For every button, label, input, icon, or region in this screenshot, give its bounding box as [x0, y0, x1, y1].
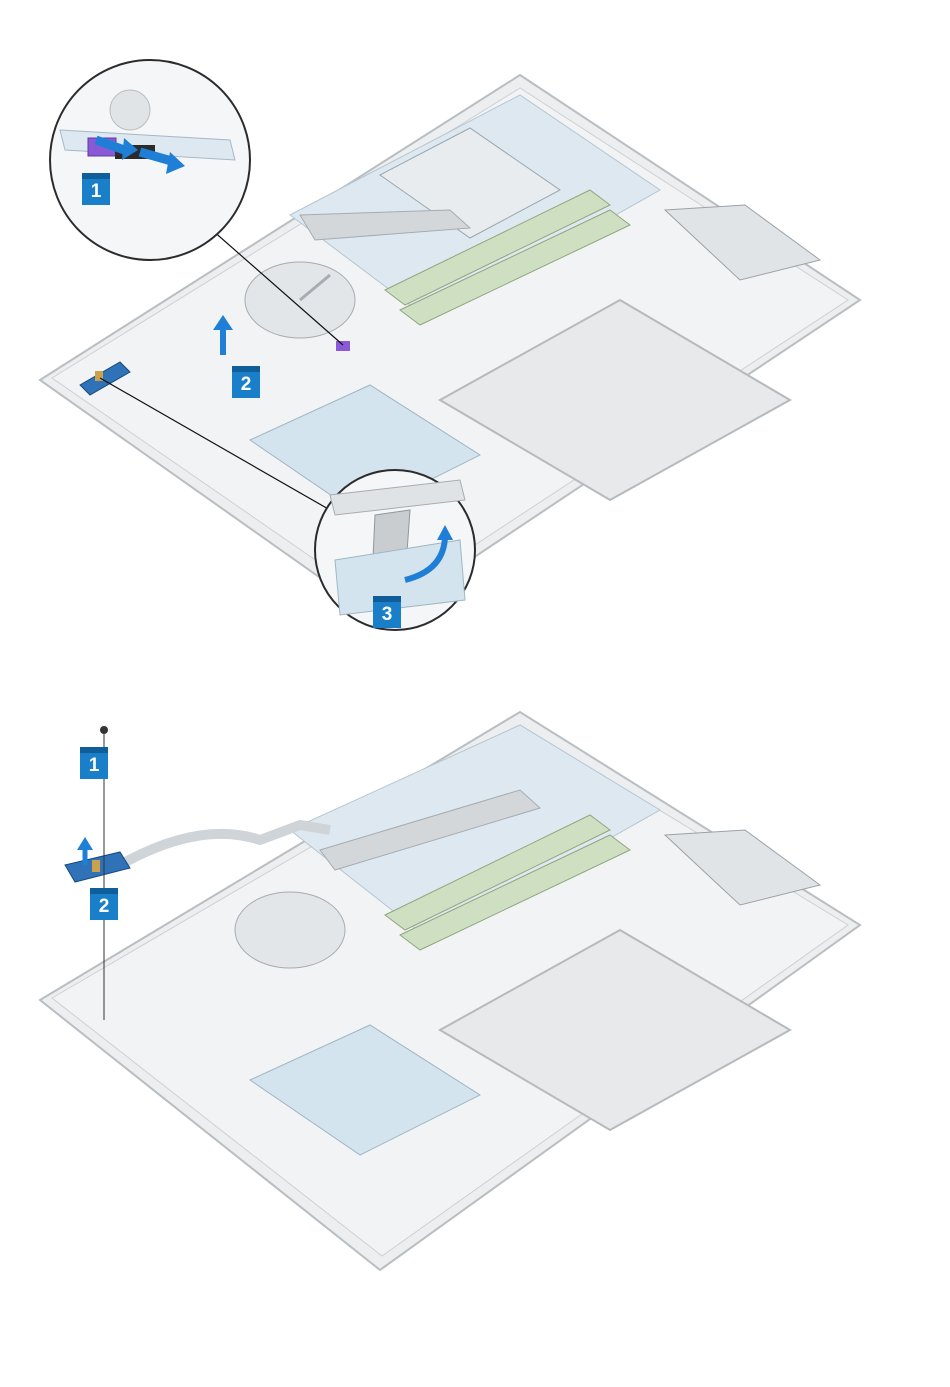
power-button-board [65, 852, 130, 882]
callout-2-badge: 2 [232, 366, 260, 398]
bottom-figure-svg: 1 2 [0, 690, 950, 1387]
callout-2-badge: 2 [90, 888, 118, 920]
callout-1-text: 1 [89, 755, 100, 776]
zoom-circle-connector [50, 60, 250, 260]
callout-3-badge: 3 [373, 596, 401, 628]
callout-1-badge: 1 [80, 747, 108, 779]
callout-1-badge: 1 [82, 173, 110, 205]
top-figure-svg: 1 2 3 [0, 0, 950, 690]
top-figure-disconnect-cable: 1 2 3 [0, 0, 950, 690]
connector-on-board [336, 341, 350, 351]
bottom-figure-remove-board: 1 2 [0, 690, 950, 1387]
callout-2-text: 2 [241, 374, 252, 395]
callout-3-text: 3 [382, 604, 393, 625]
callout-1-text: 1 [91, 181, 102, 202]
callout-2-text: 2 [99, 896, 110, 917]
